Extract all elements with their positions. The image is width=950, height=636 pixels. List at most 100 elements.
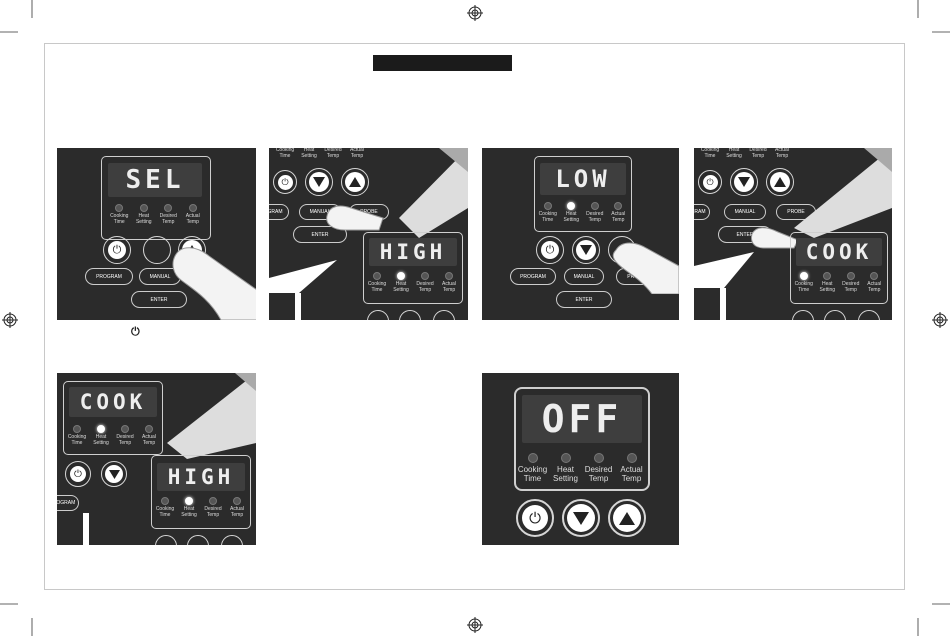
down-arrow-icon <box>576 240 596 260</box>
enter-button[interactable]: ENTER <box>293 226 347 243</box>
led-label: Heat Setting <box>181 506 197 518</box>
finger-illustration <box>612 242 679 294</box>
led-label: Actual Temp <box>142 434 156 446</box>
indicator-actual-temp: Actual Temp <box>225 497 249 518</box>
down-button[interactable] <box>305 168 333 196</box>
led-dot <box>421 272 429 280</box>
led-label: Desired Temp <box>204 506 222 518</box>
program-button[interactable]: GRAM <box>269 204 289 220</box>
led-dot <box>870 272 879 280</box>
down-button[interactable] <box>730 168 758 196</box>
enter-button[interactable]: ENTER <box>556 291 612 308</box>
power-button[interactable]: ⏻ <box>103 236 131 264</box>
led-label: Heat Setting <box>93 434 109 446</box>
indicator-desired-temp: Desired Temp <box>583 202 607 223</box>
led-label: Desired Temp <box>324 148 342 159</box>
led-label: Cooking Time <box>794 281 813 293</box>
up-button[interactable] <box>341 168 369 196</box>
lcd-readout: HIGH <box>369 238 457 266</box>
led-label: Actual Temp <box>185 213 200 225</box>
up-button[interactable] <box>766 168 794 196</box>
led-label: Actual Temp <box>775 148 789 159</box>
led-dot <box>161 497 169 505</box>
led-dot <box>233 497 241 505</box>
manual-button[interactable]: MANUAL <box>564 268 604 285</box>
display-frame <box>534 156 632 232</box>
indicator-cooking-time: Cooking Time <box>65 425 89 446</box>
down-button[interactable] <box>562 499 600 537</box>
lcd-readout-2: HIGH <box>157 463 245 491</box>
indicator-desired-temp: Desired Temp <box>413 272 437 293</box>
panel-cook: Cooking Time Heat Setting Desired Temp A… <box>694 148 892 320</box>
down-button[interactable] <box>101 461 127 487</box>
led-label: Cooking Time <box>110 213 129 225</box>
power-button[interactable]: ⏻ <box>698 170 722 194</box>
registration-mark-bottom <box>467 617 483 633</box>
up-arrow-icon <box>613 504 641 532</box>
power-button[interactable]: ⏻ <box>273 170 297 194</box>
program-button[interactable]: ROGRAM <box>57 495 79 511</box>
indicator-actual-temp: Actual Temp <box>863 272 887 293</box>
panel-low: LOW Cooking Time Heat Setting Desired Te… <box>482 148 679 320</box>
down-arrow-icon <box>567 504 595 532</box>
led-dot-lit <box>185 497 193 505</box>
registration-mark-right <box>932 312 948 328</box>
power-icon-caption: ⏻ <box>131 326 140 338</box>
display-frame <box>514 387 650 491</box>
indicator-desired-temp: Desired Temp <box>839 272 863 293</box>
lcd-readout: SEL <box>108 163 202 197</box>
lcd-readout: LOW <box>540 163 626 195</box>
indicator-actual-temp: Actual Temp <box>615 453 648 483</box>
led-dot <box>164 204 173 212</box>
led-dot <box>846 272 855 280</box>
led-label: Desired Temp <box>159 213 177 225</box>
page-curl-illustration <box>269 148 468 320</box>
led-dot <box>139 204 148 212</box>
indicator-row: Cooking Time Heat Setting Desired Temp A… <box>107 204 205 225</box>
indicator-cooking-time: Cooking Time <box>365 272 389 293</box>
indicator-cooking-time: Cooking Time <box>153 497 177 518</box>
led-dot <box>823 272 832 280</box>
led-label: Heat Setting <box>819 281 836 293</box>
indicator-actual-temp: Actual Temp <box>137 425 161 446</box>
power-button[interactable]: ⏻ <box>516 499 554 537</box>
indicator-actual-temp: Actual Temp <box>437 272 461 293</box>
lcd-readout: COOK <box>796 238 882 266</box>
manual-button[interactable]: MANUAL <box>724 204 766 220</box>
panel-off: OFF Cooking Time Heat Setting Desired Te… <box>482 373 679 545</box>
finger-illustration <box>172 247 256 320</box>
indicator-row: Cooking Time Heat Setting Desired Temp A… <box>536 202 630 223</box>
down-button[interactable] <box>143 236 171 264</box>
led-dot-lit <box>97 425 105 433</box>
up-button[interactable] <box>608 499 646 537</box>
page-frame <box>44 43 905 590</box>
down-arrow-icon <box>309 172 329 192</box>
up-arrow-icon <box>345 172 365 192</box>
program-button[interactable]: PROGRAM <box>85 268 133 285</box>
redacted-title-bar <box>373 55 512 71</box>
led-dot-lit <box>397 272 405 280</box>
indicator-desired-temp: Desired Temp <box>746 148 770 159</box>
indicator-row: Cooking Time Heat Setting Desired Temp A… <box>365 272 461 293</box>
enter-button[interactable]: ENTER <box>131 291 187 308</box>
display-frame <box>790 232 888 304</box>
up-arrow-icon <box>770 172 790 192</box>
indicator-actual-temp: Actual Temp <box>770 148 794 159</box>
indicator-heat-setting: Heat Setting <box>132 204 157 225</box>
led-dot-lit <box>799 272 808 280</box>
indicator-heat-setting: Heat Setting <box>549 453 582 483</box>
power-button[interactable]: ⏻ <box>536 236 564 264</box>
power-button[interactable]: ⏻ <box>65 461 91 487</box>
indicator-desired-temp: Desired Temp <box>156 204 181 225</box>
program-button[interactable]: GRAM <box>694 204 710 220</box>
panel-sel: SEL Cooking Time Heat Setting Desired Te… <box>57 148 256 320</box>
led-dot <box>590 202 599 210</box>
program-button[interactable]: PROGRAM <box>510 268 556 285</box>
power-icon: ⏻ <box>108 241 126 259</box>
led-label: Actual Temp <box>442 281 456 293</box>
page-curl-illustration <box>694 148 892 320</box>
down-button[interactable] <box>572 236 600 264</box>
led-label: Desired Temp <box>416 281 434 293</box>
led-dot <box>73 425 81 433</box>
